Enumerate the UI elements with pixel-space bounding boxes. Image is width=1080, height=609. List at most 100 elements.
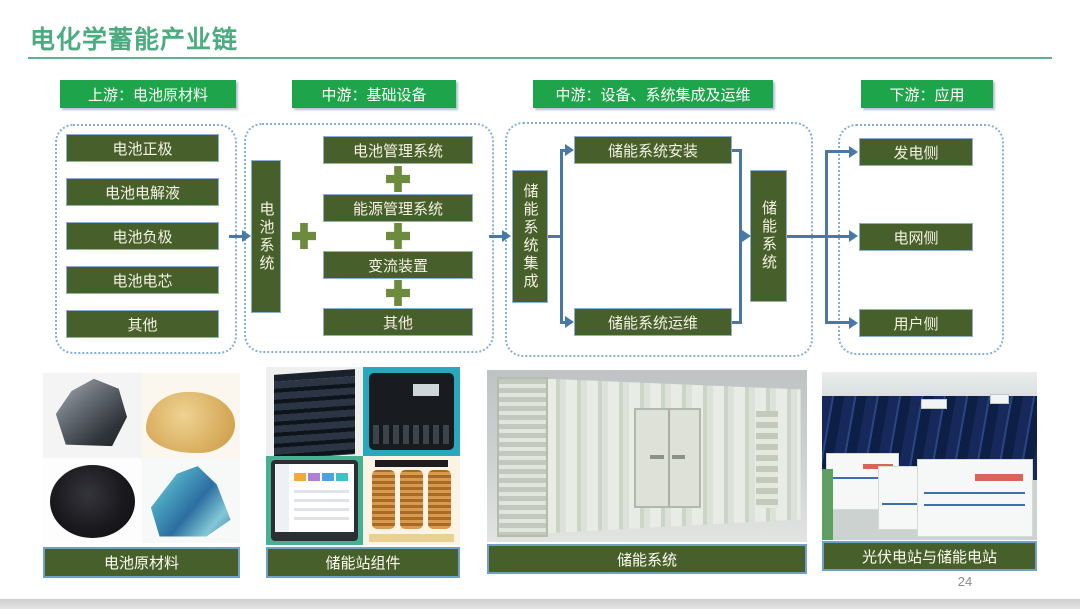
door-handle-shape xyxy=(671,454,686,459)
flow-line xyxy=(732,321,742,324)
laptop-screen-shape xyxy=(275,464,354,532)
node-upstream-other: 其他 xyxy=(66,310,219,338)
header-midstream-equipment: 中游：基础设备 xyxy=(292,80,456,108)
arrow-right-icon xyxy=(849,146,858,158)
arrow-right-icon xyxy=(565,144,574,156)
kpi-card-shape xyxy=(322,472,335,481)
cabinet-stripe-shape xyxy=(924,504,1025,506)
bms-ports-shape xyxy=(373,424,450,445)
page-title: 电化学蓄能产业链 xyxy=(30,26,239,54)
black-powder-image xyxy=(43,458,142,543)
header-upstream: 上游：电池原材料 xyxy=(60,80,236,108)
node-user-side: 用户侧 xyxy=(859,309,973,337)
container-doors-shape xyxy=(634,407,702,508)
cabinet-red-label-shape xyxy=(862,463,893,470)
node-battery-cell: 电池电芯 xyxy=(66,266,219,294)
application-group-frame xyxy=(838,124,1004,355)
station-components-photo xyxy=(266,367,460,545)
metal-chunk-image xyxy=(43,373,142,458)
upstream-group-frame xyxy=(55,124,237,354)
flow-line xyxy=(827,235,850,238)
copper-coil-shape xyxy=(371,470,395,529)
battery-pack-image xyxy=(266,367,363,456)
flow-line xyxy=(787,235,828,238)
title-underline xyxy=(28,57,1052,59)
battery-pack-shape xyxy=(273,369,356,456)
page-number: 24 xyxy=(957,574,973,589)
node-ess-output: 储能系统 xyxy=(750,170,787,302)
flow-line xyxy=(560,149,566,152)
transformer-image xyxy=(363,456,460,545)
copper-coil-shape xyxy=(399,470,424,529)
laptop-shape xyxy=(270,460,359,541)
flow-line xyxy=(825,151,828,324)
node-generation-side: 发电侧 xyxy=(859,138,973,166)
arrow-right-icon xyxy=(502,230,511,242)
kpi-card-shape xyxy=(294,472,306,481)
arrow-right-icon xyxy=(742,230,751,242)
container-louver-shape xyxy=(496,376,548,537)
transformer-top-shape xyxy=(374,459,449,467)
copper-coil-shape xyxy=(427,470,452,529)
laptop-sidebar-shape xyxy=(275,464,290,532)
blue-crystal-image xyxy=(141,458,240,543)
storage-container-photo xyxy=(487,370,807,542)
node-ess-integration: 储能系统集成 xyxy=(512,170,548,303)
arrow-right-icon xyxy=(849,230,858,242)
cabinet-stripe-shape xyxy=(924,491,1025,494)
node-battery-anode: 电池负极 xyxy=(66,222,219,250)
arrow-right-icon xyxy=(849,317,858,329)
door-split-shape xyxy=(667,409,670,506)
container-vent-shape xyxy=(755,411,779,508)
battery-materials-photo xyxy=(43,373,240,543)
node-equipment-other: 其他 xyxy=(323,308,473,336)
metal-chunk-shape xyxy=(55,378,127,447)
flow-line xyxy=(825,321,850,324)
node-battery-cathode: 电池正极 xyxy=(66,134,219,162)
node-ess-operation: 储能系统运维 xyxy=(574,308,732,336)
bms-label-shape xyxy=(413,383,439,397)
monitoring-dashboard-image xyxy=(266,456,363,545)
field-building-shape xyxy=(989,393,1010,404)
cabinet-red-label-shape xyxy=(974,473,1023,482)
caption-storage-system: 储能系统 xyxy=(487,544,807,574)
yellow-flakes-image xyxy=(141,373,240,458)
flow-line xyxy=(739,235,743,238)
flow-line xyxy=(548,235,562,238)
arrow-right-icon xyxy=(565,316,574,328)
flow-line xyxy=(489,235,502,238)
powder-pile-shape xyxy=(49,464,135,538)
header-midstream-integration: 中游：设备、系统集成及运维 xyxy=(533,80,773,108)
dashboard-rows-shape xyxy=(294,489,350,525)
crystal-shape xyxy=(150,466,231,537)
kpi-card-shape xyxy=(336,472,349,481)
cabinet-stripe-shape xyxy=(831,476,895,479)
bms-device-image xyxy=(363,367,460,456)
flow-line xyxy=(229,235,243,238)
kpi-card-shape xyxy=(308,472,320,481)
flow-line xyxy=(560,150,563,323)
grass-strip-shape xyxy=(822,469,833,540)
cabinet-stripe-shape xyxy=(882,502,930,505)
flow-line xyxy=(732,149,742,152)
pv-storage-photo xyxy=(822,372,1037,540)
arrow-right-icon xyxy=(242,230,251,242)
node-battery-electrolyte: 电池电解液 xyxy=(66,178,219,206)
field-building-shape xyxy=(920,398,947,409)
node-ess-installation: 储能系统安装 xyxy=(574,136,732,164)
node-grid-side: 电网侧 xyxy=(859,223,973,251)
transformer-base-shape xyxy=(368,534,455,543)
bms-body-shape xyxy=(368,373,455,450)
node-battery-system: 电池系统 xyxy=(251,160,281,313)
caption-pv-storage: 光伏电站与储能电站 xyxy=(822,541,1037,571)
storage-cabinet-shape xyxy=(916,459,1033,537)
header-downstream: 下游：应用 xyxy=(861,80,993,108)
node-ems: 能源管理系统 xyxy=(323,194,473,222)
node-bms: 电池管理系统 xyxy=(323,136,473,164)
caption-battery-materials: 电池原材料 xyxy=(43,547,240,578)
flake-pile-shape xyxy=(146,391,236,453)
flow-line xyxy=(825,150,850,153)
node-converter: 变流装置 xyxy=(323,251,473,279)
footer-bar xyxy=(0,599,1080,609)
